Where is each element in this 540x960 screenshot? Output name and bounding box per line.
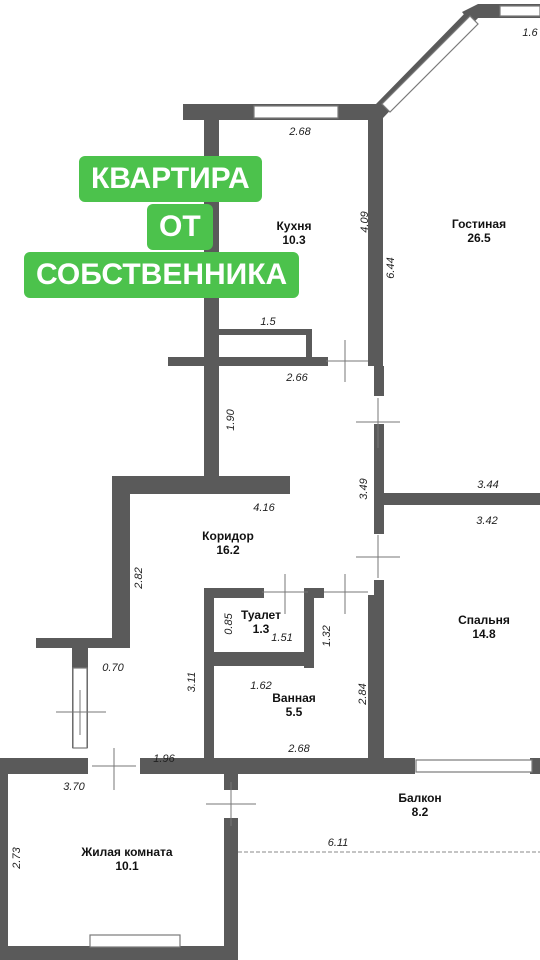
dim-toilet-height: 0.85 xyxy=(223,612,235,634)
living-name: Гостиная xyxy=(452,217,506,231)
room-name: Жилая комната xyxy=(80,845,173,859)
dim-living-height: 6.44 xyxy=(385,257,397,278)
dim-kitchen-bottom: 2.66 xyxy=(285,372,308,384)
bath-name: Ванная xyxy=(272,691,316,705)
bedroom-name: Спальня xyxy=(458,613,510,627)
corridor-area: 16.2 xyxy=(216,543,240,557)
dim-balcony-length: 6.11 xyxy=(328,837,349,849)
dim-corridor-left: 2.82 xyxy=(133,567,145,589)
dim-corridor-right: 3.49 xyxy=(358,478,370,499)
dim-kitchen-width: 2.68 xyxy=(288,126,311,138)
banner-line-3: СОБСТВЕННИКА xyxy=(24,252,300,298)
dim-corridor-upper: 1.90 xyxy=(225,408,237,430)
dim-bath-top: 1.62 xyxy=(250,680,271,692)
dim-room-height: 2.73 xyxy=(11,846,23,869)
dim-toilet-right: 1.32 xyxy=(321,625,333,646)
walls xyxy=(0,4,540,960)
bath-area: 5.5 xyxy=(286,705,303,719)
dim-living-bottom: 3.44 xyxy=(477,479,498,491)
dim-bath-height: 2.84 xyxy=(357,683,369,705)
dim-corridor-width: 4.16 xyxy=(253,502,275,514)
dim-bath-left: 3.11 xyxy=(186,672,198,693)
dim-entry-width: 0.70 xyxy=(102,662,124,674)
dim-niche-width: 1.5 xyxy=(260,316,276,328)
dim-room-width: 3.70 xyxy=(63,781,85,793)
balcony-name: Балкон xyxy=(398,791,441,805)
banner-line-1: КВАРТИРА xyxy=(79,156,262,202)
dim-kitchen-height: 4.09 xyxy=(359,211,371,232)
kitchen-name: Кухня xyxy=(276,219,311,233)
room-area: 10.1 xyxy=(115,859,139,873)
living-area: 26.5 xyxy=(467,231,491,245)
banner-line-2: ОТ xyxy=(147,204,213,250)
dim-toilet-width: 1.51 xyxy=(271,632,292,644)
dim-hall-bottom: 1.96 xyxy=(153,753,175,765)
balcony-area: 8.2 xyxy=(412,805,429,819)
kitchen-area: 10.3 xyxy=(282,233,306,247)
dim-bath-width: 2.68 xyxy=(287,743,310,755)
dim-top-right: 1.6 xyxy=(522,27,538,39)
windows xyxy=(72,5,540,948)
dim-bedroom-top: 3.42 xyxy=(476,515,497,527)
toilet-name: Туалет xyxy=(241,608,281,622)
corridor-name: Коридор xyxy=(202,529,254,543)
toilet-area: 1.3 xyxy=(253,622,270,636)
bedroom-area: 14.8 xyxy=(472,627,496,641)
door-markers xyxy=(56,340,540,853)
